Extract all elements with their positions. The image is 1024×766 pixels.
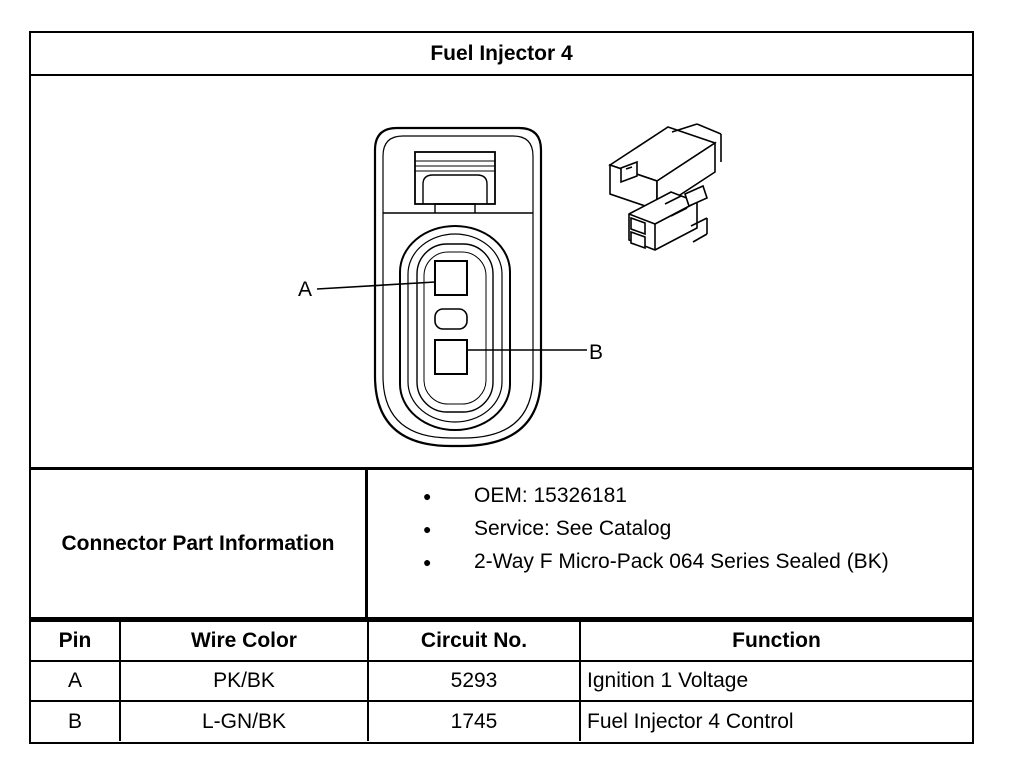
connector-sheet: Fuel Injector 4 — [29, 31, 974, 744]
page-title: Fuel Injector 4 — [31, 33, 972, 76]
pin-cell: B — [31, 700, 121, 741]
connector-part-info-list: OEM: 15326181 Service: See Catalog 2-Way… — [368, 482, 972, 581]
connector-part-info-label: Connector Part Information — [31, 470, 368, 617]
connector-face — [373, 126, 543, 448]
part-info-service: Service: See Catalog — [368, 515, 972, 548]
header-pin: Pin — [31, 620, 121, 662]
wire-color-cell: PK/BK — [119, 660, 369, 702]
header-function: Function — [579, 620, 972, 662]
circuit-no-cell: 1745 — [367, 700, 581, 741]
wire-color-cell: L-GN/BK — [119, 700, 369, 741]
connector-part-info: Connector Part Information OEM: 15326181… — [31, 470, 972, 620]
pin-b-label: B — [589, 341, 603, 364]
connector-diagram: A B — [298, 123, 722, 448]
connector-isometric-icon — [608, 123, 722, 251]
part-info-oem: OEM: 15326181 — [368, 482, 972, 515]
table-row: B L-GN/BK 1745 Fuel Injector 4 Control — [31, 700, 972, 741]
table-row: A PK/BK 5293 Ignition 1 Voltage — [31, 660, 972, 702]
pin-a-label: A — [298, 278, 312, 301]
pin-table-header-row: Pin Wire Color Circuit No. Function — [31, 620, 972, 662]
function-cell: Fuel Injector 4 Control — [579, 700, 972, 741]
pin-a-leader-line — [316, 281, 436, 290]
pin-cell: A — [31, 660, 121, 702]
part-info-description: 2-Way F Micro-Pack 064 Series Sealed (BK… — [368, 548, 972, 581]
header-circuit-no: Circuit No. — [367, 620, 581, 662]
connector-figure: A B — [31, 76, 972, 470]
function-cell: Ignition 1 Voltage — [579, 660, 972, 702]
pin-table: Pin Wire Color Circuit No. Function A PK… — [31, 620, 972, 741]
header-wire-color: Wire Color — [119, 620, 369, 662]
circuit-no-cell: 5293 — [367, 660, 581, 702]
